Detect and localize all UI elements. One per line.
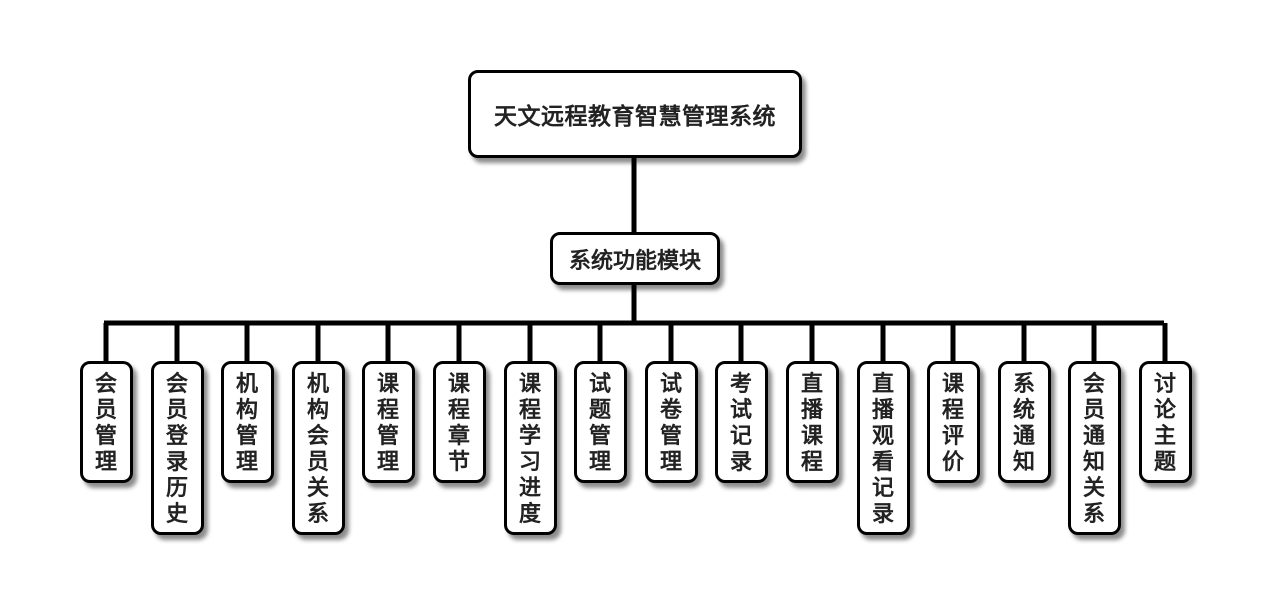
module-node: 课程学习进度	[503, 361, 557, 535]
module-label: 会员登录历史	[165, 372, 188, 527]
module-node: 机构会员关系	[291, 361, 345, 535]
module-node: 课程章节	[432, 361, 486, 483]
module-label: 试卷管理	[659, 372, 682, 475]
module-node: 试题管理	[573, 361, 627, 483]
module-label: 讨论主题	[1153, 372, 1176, 475]
module-label: 系统通知	[1012, 372, 1035, 475]
module-node: 考试记录	[714, 361, 768, 483]
module-node: 系统通知	[997, 361, 1051, 483]
function-module-label: 系统功能模块	[568, 248, 701, 274]
module-node: 会员管理	[79, 361, 133, 483]
module-label: 课程管理	[376, 372, 399, 475]
module-label: 直播观看记录	[871, 372, 894, 527]
system-title: 天文远程教育智慧管理系统	[494, 104, 776, 130]
leaf-drop-lines	[103, 323, 1168, 361]
system-root-node: 天文远程教育智慧管理系统	[468, 70, 802, 158]
module-label: 会员通知关系	[1082, 372, 1105, 527]
module-label: 机构会员关系	[306, 372, 329, 527]
module-label: 课程评价	[941, 372, 964, 475]
module-node: 课程评价	[926, 361, 980, 483]
module-label: 课程学习进度	[518, 372, 541, 527]
module-label: 考试记录	[729, 372, 752, 475]
module-node: 直播课程	[785, 361, 839, 483]
module-node: 试卷管理	[644, 361, 698, 483]
module-label: 课程章节	[447, 372, 470, 475]
module-label: 直播课程	[800, 372, 823, 475]
module-node: 讨论主题	[1138, 361, 1192, 483]
module-label: 试题管理	[588, 372, 611, 475]
function-module-node: 系统功能模块	[550, 232, 720, 285]
module-node: 会员通知关系	[1067, 361, 1121, 535]
module-node: 会员登录历史	[150, 361, 204, 535]
module-node: 直播观看记录	[856, 361, 910, 535]
module-node: 课程管理	[361, 361, 415, 483]
module-label: 机构管理	[235, 372, 258, 475]
module-node: 机构管理	[220, 361, 274, 483]
module-label: 会员管理	[94, 372, 117, 475]
